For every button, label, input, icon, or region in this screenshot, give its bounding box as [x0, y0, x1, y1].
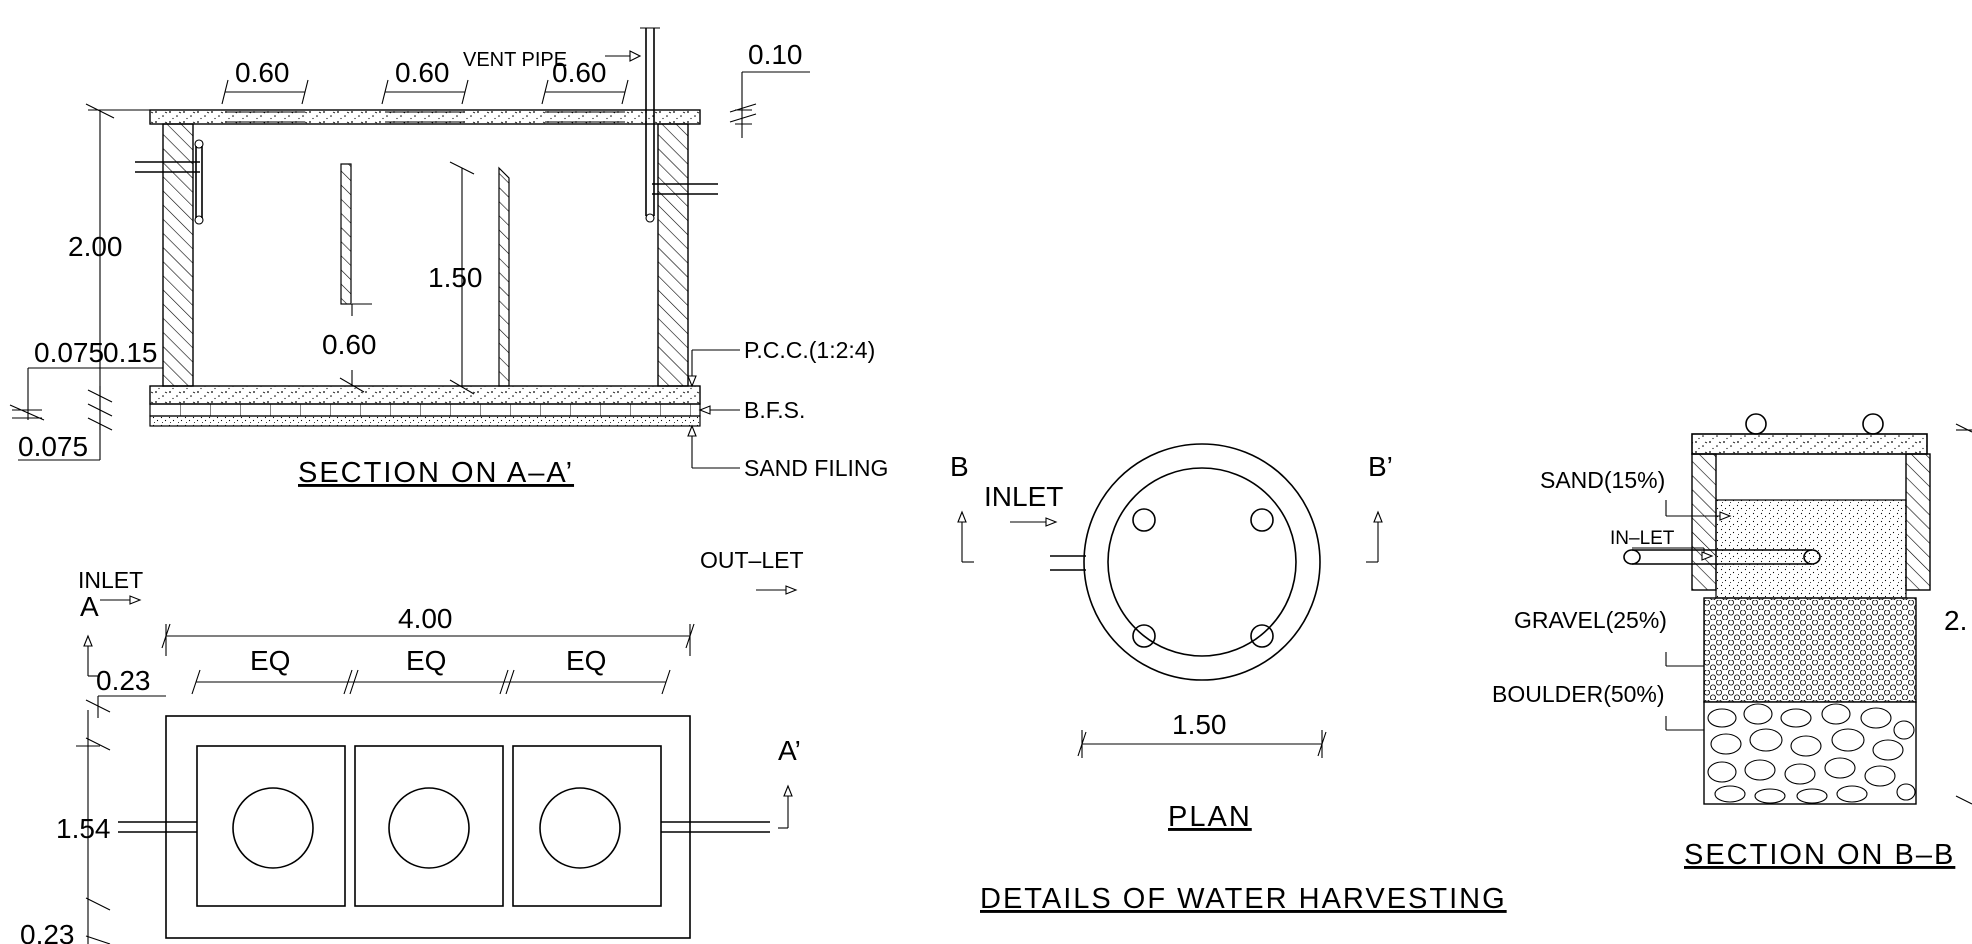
plan-title: PLAN [1168, 801, 1252, 833]
dim-150: 1.50 [1172, 709, 1227, 740]
bb-dim-partial: 2. [1944, 605, 1967, 636]
plan-outlet-label: OUT–LET [700, 547, 804, 573]
dim-015: 0.15 [103, 337, 158, 368]
bb-gravel-layer [1703, 597, 1917, 703]
left-wall [162, 123, 194, 387]
dim-height: 2.00 [68, 231, 123, 262]
plan-b: B [950, 451, 969, 482]
bfs-layer [149, 403, 701, 417]
chamber-3 [512, 745, 662, 907]
dim-top-3: 0.60 [552, 57, 607, 88]
circular-inlet: INLET [984, 481, 1063, 512]
dim-0075-a: 0.075 [34, 337, 104, 368]
manhole-3 [539, 787, 621, 869]
opening-2 [1250, 508, 1274, 532]
section-bb-title: SECTION ON B–B [1684, 839, 1955, 871]
dim-010: 0.10 [748, 39, 803, 70]
bb-right-wall [1905, 453, 1931, 591]
pcc-base [149, 385, 701, 405]
sand-filing-label: SAND FILING [744, 455, 888, 481]
pcc-label: P.C.C.(1:2:4) [744, 337, 875, 363]
section-bb-group: SAND(15%) IN–LET GRAVEL(25%) BOULDER(50%… [1492, 413, 1972, 871]
dim-023-top: 0.23 [96, 665, 151, 696]
main-title: DETAILS OF WATER HARVESTING [980, 883, 1507, 915]
tank-outer [165, 715, 691, 939]
bb-top-slab [1691, 433, 1928, 455]
tank-plan-group: INLET A OUT–LET 4.00 E [20, 547, 804, 944]
dim-023-bot: 0.23 [20, 919, 75, 944]
plan-a-label: A [80, 591, 99, 622]
section-aa-title: SECTION ON A–A’ [298, 457, 574, 489]
manhole-2 [388, 787, 470, 869]
dim-baffle: 1.50 [428, 262, 483, 293]
bb-left-wall [1691, 453, 1717, 591]
eq-2: EQ [406, 645, 446, 676]
vent-pipe-label: VENT PIPE [463, 49, 567, 71]
circular-plan-group: B INLET B’ 1. [950, 443, 1393, 833]
opening-4 [1250, 624, 1274, 648]
bb-inlet-label: IN–LET [1610, 528, 1675, 549]
plan-a-prime: A’ [778, 735, 801, 766]
baffle-left [340, 163, 352, 305]
tank-outer-circle [1083, 443, 1321, 681]
dim-total: 4.00 [398, 603, 453, 634]
sand-filling-layer [149, 415, 701, 427]
dim-gap: 0.60 [322, 329, 377, 360]
opening-3 [1132, 624, 1156, 648]
eq-1: EQ [250, 645, 290, 676]
boulder-label: BOULDER(50%) [1492, 681, 1665, 707]
chamber-1 [196, 745, 346, 907]
plan-inlet-label: INLET [78, 567, 143, 593]
right-wall [657, 123, 689, 387]
tank-inner-circle [1107, 467, 1297, 657]
opening-1 [1132, 508, 1156, 532]
chamber-2 [354, 745, 504, 907]
bb-sand-layer [1715, 499, 1907, 599]
dim-0075-b: 0.075 [18, 431, 88, 462]
sand-label: SAND(15%) [1540, 467, 1665, 493]
gravel-label: GRAVEL(25%) [1514, 607, 1667, 633]
plan-b-prime: B’ [1368, 451, 1393, 482]
dim-top-1: 0.60 [235, 57, 290, 88]
dim-154: 1.54 [56, 813, 111, 844]
baffle-right [498, 166, 510, 387]
top-slab [149, 109, 701, 125]
eq-3: EQ [566, 645, 606, 676]
bfs-label: B.F.S. [744, 397, 805, 423]
bb-boulder-layer [1703, 701, 1917, 805]
section-aa-group: 0.60 0.60 0.60 VENT PIPE 0.10 2.00 1.50 [9, 27, 888, 489]
manhole-1 [232, 787, 314, 869]
dim-top-2: 0.60 [395, 57, 450, 88]
